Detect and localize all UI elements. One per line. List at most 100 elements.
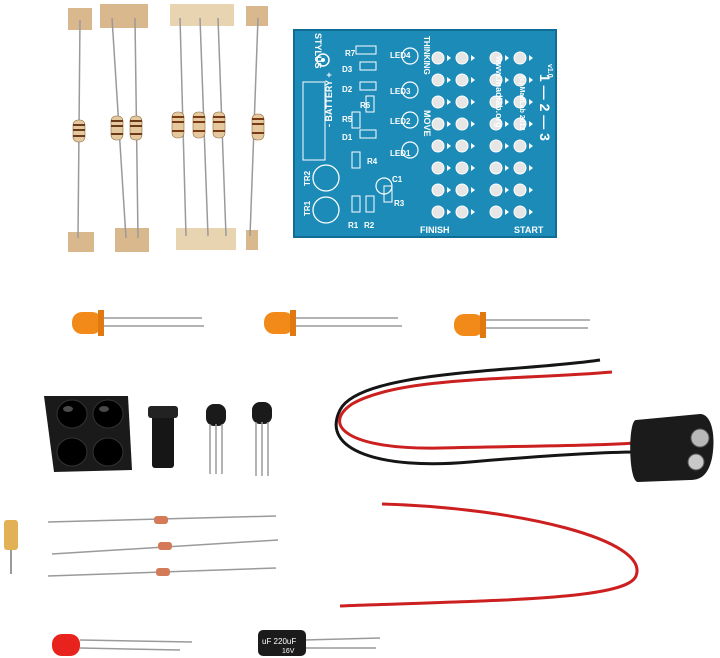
led-red: [52, 634, 193, 656]
snap-terminal: [690, 428, 710, 448]
capacitor-body: [258, 630, 306, 656]
tape-top: [100, 4, 148, 28]
button-pad: [455, 51, 469, 65]
snap-body: [630, 414, 714, 482]
led-lead: [79, 647, 181, 651]
transistor-body: [252, 402, 272, 424]
thinking-label: THINKING: [422, 36, 431, 75]
tape-bottom: [246, 230, 258, 250]
pad-arrow-icon: [471, 187, 475, 193]
pad-arrow-icon: [471, 143, 475, 149]
button-pad: [513, 117, 527, 131]
resistor-footprints: [351, 45, 393, 213]
pad-arrow-icon: [447, 165, 451, 171]
tape-top: [246, 6, 268, 26]
pad-arrow-icon: [505, 209, 509, 215]
pad-arrow-icon: [471, 99, 475, 105]
wire-red: [338, 370, 651, 450]
button-pad: [431, 51, 445, 65]
pad-arrow-icon: [447, 99, 451, 105]
pad-arrow-icon: [529, 55, 533, 61]
ref-d1: D1: [342, 133, 353, 142]
button-pad-grid: [431, 51, 533, 219]
button-pad: [489, 161, 503, 175]
stylus-cap: [148, 406, 178, 418]
led-orange-3: [454, 312, 590, 338]
button-pad: [513, 205, 527, 219]
button-pad: [455, 183, 469, 197]
pad-arrow-icon: [505, 143, 509, 149]
button-pad: [489, 139, 503, 153]
ref-r7: R7: [345, 49, 356, 58]
pad-arrow-icon: [447, 143, 451, 149]
stylus-hole: [321, 58, 325, 62]
keypad-button: [56, 437, 88, 467]
resistor: [110, 115, 124, 141]
ref-led4: LED4: [390, 51, 411, 60]
resistor: [192, 111, 206, 139]
pad-arrow-icon: [505, 99, 509, 105]
diode-body: [156, 568, 170, 576]
resistor: [251, 113, 265, 141]
url-label: www.madlab.org: [494, 55, 504, 128]
snap-terminal: [687, 453, 705, 471]
button-pad: [489, 183, 503, 197]
pad-arrow-icon: [505, 77, 509, 83]
ref-d2: D2: [342, 85, 353, 94]
stylus-pad: [316, 53, 330, 67]
button-pad: [455, 73, 469, 87]
capacitor-label: uF 220uF: [262, 637, 296, 646]
pad-arrow-icon: [505, 55, 509, 61]
pad-arrow-icon: [471, 121, 475, 127]
pad-arrow-icon: [529, 165, 533, 171]
ref-r5: R5: [342, 115, 353, 124]
resistor-bands: [172, 116, 264, 134]
pad-arrow-icon: [447, 77, 451, 83]
button-pad: [431, 95, 445, 109]
button-pad: [513, 51, 527, 65]
tape-bottom: [68, 232, 94, 252]
pad-arrow-icon: [447, 187, 451, 193]
led-body: [52, 634, 80, 656]
battery-snap: [334, 358, 714, 482]
tape-bottom: [115, 228, 149, 252]
pad-arrow-icon: [529, 209, 533, 215]
button-pad: [431, 73, 445, 87]
move-label: MOVE: [422, 110, 432, 137]
button-pad: [455, 205, 469, 219]
button-pad: [489, 73, 503, 87]
keypad-highlight: [63, 406, 73, 412]
keypad-button: [92, 399, 124, 429]
wire-black: [334, 358, 641, 466]
ref-led2: LED2: [390, 117, 411, 126]
pad-arrow-icon: [447, 121, 451, 127]
pcb-board: STYLUS - BATTERY + TR2 TR1 R1 R2 R3 R4 R…: [293, 29, 557, 238]
resistor-strip-left: [68, 4, 149, 252]
pad-arrow-icon: [529, 143, 533, 149]
tr2-label: TR2: [303, 170, 312, 186]
led-rim: [480, 312, 486, 338]
numbers-label: 1 — 2 — 3: [537, 74, 553, 141]
pad-arrow-icon: [529, 187, 533, 193]
led-rim: [290, 310, 296, 336]
tape-top: [68, 8, 92, 30]
ref-d3: D3: [342, 65, 353, 74]
stylus-label: STYLUS: [313, 33, 323, 69]
pad-arrow-icon: [471, 55, 475, 61]
led-footprints: [375, 47, 419, 195]
version-label: v1.0: [546, 64, 553, 78]
electrolytic-capacitor: uF 220uF 16V: [258, 630, 381, 656]
led-orange-2: [264, 310, 402, 336]
button-pad: [513, 95, 527, 109]
tape-bottom: [176, 228, 236, 250]
ref-r2: R2: [364, 221, 375, 230]
button-pad: [513, 139, 527, 153]
resistor: [212, 111, 226, 139]
button-pad: [513, 161, 527, 175]
resistor: [129, 115, 143, 141]
tr1-label: TR1: [303, 200, 312, 216]
pad-arrow-icon: [447, 55, 451, 61]
ref-led3: LED3: [390, 87, 411, 96]
button-pad: [513, 183, 527, 197]
